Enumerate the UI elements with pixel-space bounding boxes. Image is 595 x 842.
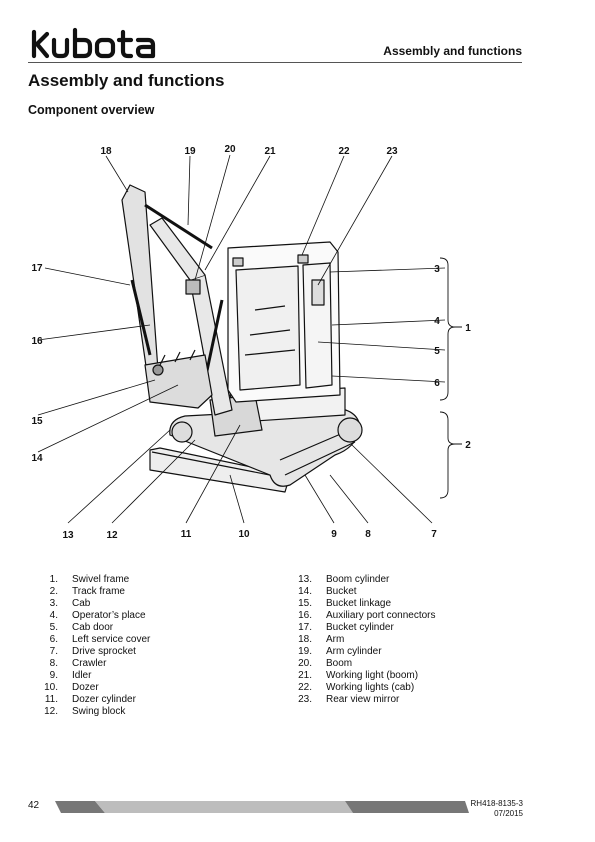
legend-item: 22.Working lights (cab) xyxy=(298,682,415,693)
legend-item: 7.Drive sprocket xyxy=(49,646,136,657)
legend-right: 13.Boom cylinder 14.Bucket 15.Bucket lin… xyxy=(282,574,436,706)
document-id: RH418-8135-3 xyxy=(470,799,523,808)
callout-17: 17 xyxy=(31,263,43,274)
legend-item: 9.Idler xyxy=(49,670,92,681)
kubota-logo xyxy=(31,27,156,59)
footer-bar xyxy=(55,801,469,813)
legend-item: 19.Arm cylinder xyxy=(298,646,382,657)
callout-15: 15 xyxy=(31,416,43,427)
group-brackets xyxy=(439,257,462,499)
callout-21: 21 xyxy=(264,146,276,157)
legend-item: 3.Cab xyxy=(49,598,91,609)
excavator-drawing xyxy=(121,184,363,493)
legend-item: 16.Auxiliary port connectors xyxy=(298,610,436,621)
callout-leaders xyxy=(37,154,446,524)
excavator-diagram: 1 2 3 4 5 6 7 8 9 10 11 12 13 14 15 16 1… xyxy=(31,144,471,541)
callout-10: 10 xyxy=(238,529,250,540)
callout-16: 16 xyxy=(31,336,43,347)
legend-item: 17.Bucket cylinder xyxy=(298,622,394,633)
legend-item: 5.Cab door xyxy=(49,622,114,633)
legend-item: 14.Bucket xyxy=(298,586,357,597)
callout-4: 4 xyxy=(434,316,440,327)
callout-23: 23 xyxy=(386,146,398,157)
callout-5: 5 xyxy=(434,346,440,357)
callout-18: 18 xyxy=(100,146,112,157)
callout-6: 6 xyxy=(434,378,440,389)
page-title: Assembly and functions xyxy=(28,71,225,90)
document-date: 07/2015 xyxy=(494,809,523,818)
legend-item: 8.Crawler xyxy=(49,658,107,669)
callout-8: 8 xyxy=(365,529,371,540)
legend-item: 12.Swing block xyxy=(44,706,126,717)
legend-item: 23.Rear view mirror xyxy=(298,694,400,705)
legend-item: 10.Dozer xyxy=(44,682,99,693)
legend-item: 1.Swivel frame xyxy=(49,574,130,585)
header-rule xyxy=(28,62,522,63)
page-number: 42 xyxy=(28,800,40,811)
legend-item: 4.Operator’s place xyxy=(49,610,146,621)
page-subtitle: Component overview xyxy=(28,103,155,117)
callout-11: 11 xyxy=(181,529,192,540)
callout-12: 12 xyxy=(106,530,118,541)
document-reference: RH418-8135-3 07/2015 xyxy=(471,799,523,819)
callout-7: 7 xyxy=(431,529,437,540)
callout-2: 2 xyxy=(465,440,471,451)
legend-item: 6.Left service cover xyxy=(49,634,151,645)
callout-9: 9 xyxy=(331,529,337,540)
legend-item: 11.Dozer cylinder xyxy=(44,694,136,705)
header-section-title: Assembly and functions xyxy=(383,44,522,58)
legend-left: 1.Swivel frame 2.Track frame 3.Cab 4.Ope… xyxy=(28,574,150,718)
callout-22: 22 xyxy=(338,146,350,157)
callout-19: 19 xyxy=(184,146,196,157)
callout-20: 20 xyxy=(224,144,236,155)
callout-13: 13 xyxy=(62,530,74,541)
legend-item: 15.Bucket linkage xyxy=(298,598,392,609)
callout-1: 1 xyxy=(465,323,471,334)
callout-14: 14 xyxy=(31,453,43,464)
legend-item: 13.Boom cylinder xyxy=(298,574,390,585)
legend-item: 20.Boom xyxy=(298,658,353,669)
callout-3: 3 xyxy=(434,264,440,275)
legend-item: 18.Arm xyxy=(298,634,345,645)
legend-item: 21.Working light (boom) xyxy=(298,670,419,681)
legend-item: 2.Track frame xyxy=(49,586,125,597)
